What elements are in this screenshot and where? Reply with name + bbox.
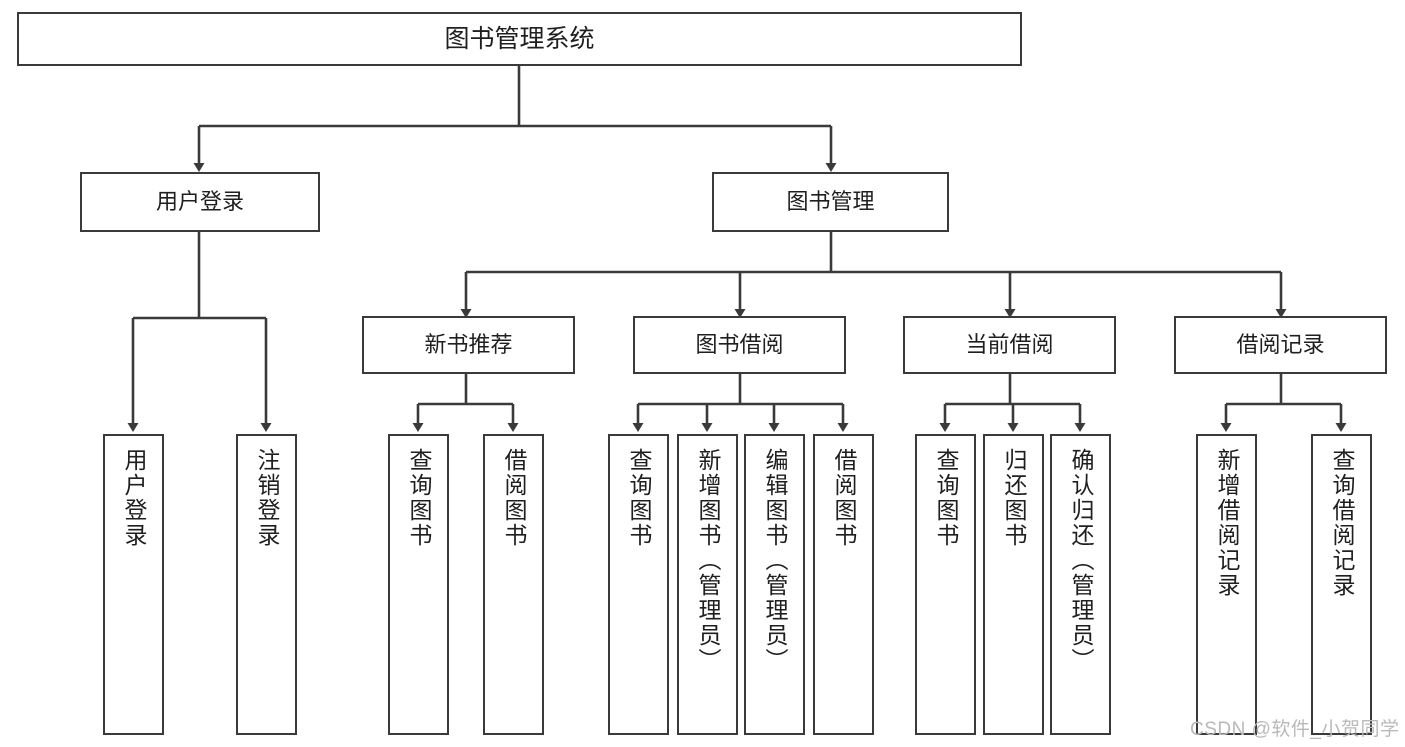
node-label: 查询图书 <box>933 448 959 548</box>
node-book-borrow[interactable]: 图书借阅 <box>633 316 846 374</box>
node-label: 新增借阅记录 <box>1214 448 1240 598</box>
node-label: 归还图书 <box>1001 448 1027 548</box>
node-label: 借阅图书 <box>501 448 527 548</box>
node-label: 图书借阅 <box>695 331 784 357</box>
node-label: 新书推荐 <box>424 331 513 357</box>
node-label: 查询图书 <box>626 448 652 548</box>
leaf-current-borrow-query[interactable]: 查询图书 <box>915 434 976 735</box>
leaf-borrow-record-add[interactable]: 新增借阅记录 <box>1196 434 1257 735</box>
node-label: 确认归还（管理员） <box>1068 448 1094 673</box>
node-borrow-record[interactable]: 借阅记录 <box>1174 316 1387 374</box>
node-root-system[interactable]: 图书管理系统 <box>17 12 1022 66</box>
watermark-credit: CSDN @软件_小贺同学 <box>1190 719 1400 740</box>
node-label: 新增图书（管理员） <box>695 448 721 673</box>
node-label: 用户登录 <box>155 188 244 214</box>
node-book-management[interactable]: 图书管理 <box>712 172 949 232</box>
leaf-current-borrow-confirm-return[interactable]: 确认归还（管理员） <box>1050 434 1111 735</box>
node-label: 查询图书 <box>406 448 432 548</box>
node-label: 查询借阅记录 <box>1329 448 1355 598</box>
node-label: 当前借阅 <box>965 331 1054 357</box>
leaf-book-borrow-edit[interactable]: 编辑图书（管理员） <box>744 434 805 735</box>
leaf-borrow-record-query[interactable]: 查询借阅记录 <box>1311 434 1372 735</box>
node-label: 借阅图书 <box>831 448 857 548</box>
node-label: 注销登录 <box>254 448 280 548</box>
leaf-user-login-login[interactable]: 用户登录 <box>103 434 164 735</box>
leaf-book-borrow-borrow[interactable]: 借阅图书 <box>813 434 874 735</box>
leaf-current-borrow-return[interactable]: 归还图书 <box>983 434 1044 735</box>
leaf-new-book-borrow[interactable]: 借阅图书 <box>483 434 544 735</box>
node-current-borrow[interactable]: 当前借阅 <box>903 316 1116 374</box>
leaf-new-book-query[interactable]: 查询图书 <box>388 434 449 735</box>
node-user-login[interactable]: 用户登录 <box>80 172 320 232</box>
node-new-book-recommend[interactable]: 新书推荐 <box>362 316 575 374</box>
leaf-user-login-logout[interactable]: 注销登录 <box>236 434 297 735</box>
leaf-book-borrow-add[interactable]: 新增图书（管理员） <box>677 434 738 735</box>
leaf-book-borrow-query[interactable]: 查询图书 <box>608 434 669 735</box>
node-label: 编辑图书（管理员） <box>762 448 788 673</box>
node-label: 借阅记录 <box>1236 331 1325 357</box>
node-label: 图书管理系统 <box>444 25 595 53</box>
node-label: 图书管理 <box>786 188 875 214</box>
node-label: 用户登录 <box>121 448 147 548</box>
